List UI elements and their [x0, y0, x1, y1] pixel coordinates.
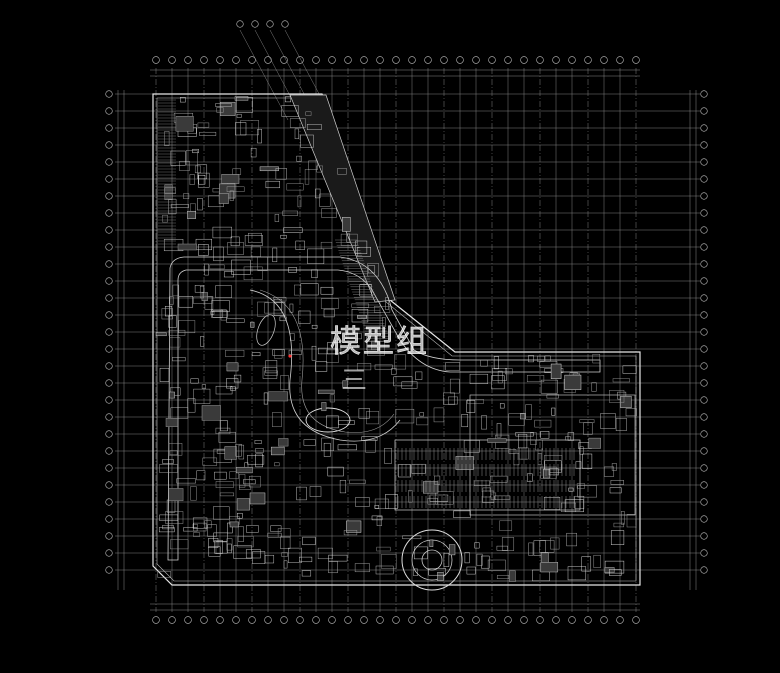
- room-detail: [155, 96, 637, 582]
- grid-bubbles: [105, 20, 708, 624]
